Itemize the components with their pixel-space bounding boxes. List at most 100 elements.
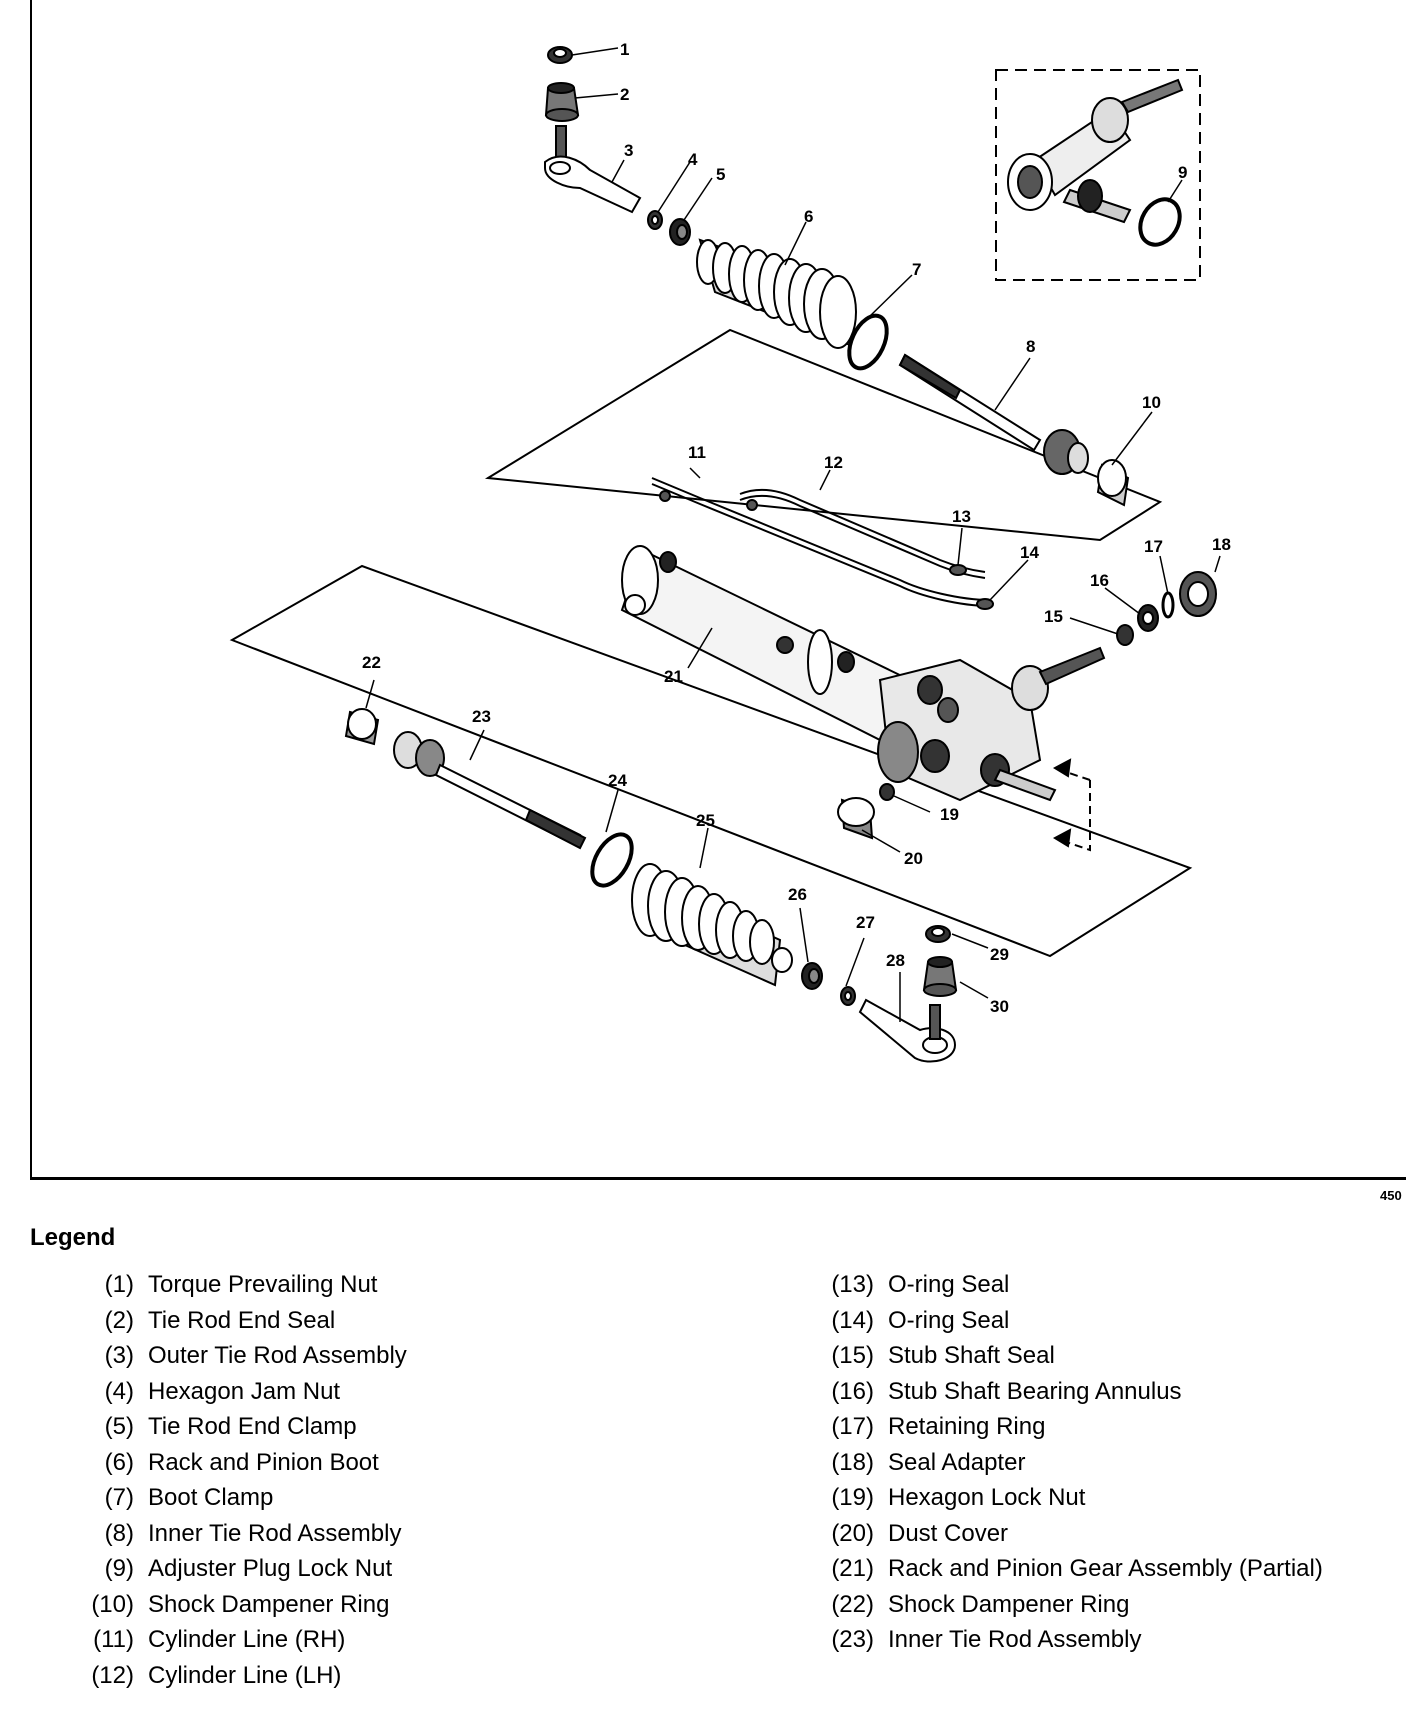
outer-tie-rod-icon <box>544 125 642 214</box>
hexagon-jam-nut-icon <box>647 210 663 230</box>
legend-item-number: (11) <box>93 1626 134 1653</box>
callout-28: 28 <box>886 951 905 970</box>
legend-item-number: (6) <box>104 1448 134 1476</box>
legend-item-number: (16) <box>831 1377 874 1405</box>
inset-pinion-housing-icon <box>1007 78 1184 224</box>
legend-item: (10)Shock Dampener Ring <box>60 1590 407 1626</box>
callout-21: 21 <box>664 667 683 686</box>
legend-item-label: Stub Shaft Bearing Annulus <box>888 1377 1182 1405</box>
adjuster-plug-lock-nut-icon <box>1138 197 1182 247</box>
legend-item-label: Adjuster Plug Lock Nut <box>148 1555 393 1582</box>
legend-item: (16) Stub Shaft Bearing Annulus <box>800 1377 1323 1413</box>
legend-item-number: (1) <box>104 1271 134 1298</box>
legend-item-label: Hexagon Jam Nut <box>148 1377 341 1405</box>
legend-item: (4)Hexagon Jam Nut <box>60 1377 407 1413</box>
legend-item-label: Tie Rod End Seal <box>148 1306 336 1334</box>
leader-lines <box>365 47 1221 1022</box>
legend-item: (13)O-ring Seal <box>800 1270 1323 1306</box>
exploded-view-diagram: 1 2 3 4 5 6 7 8 9 10 11 12 13 14 15 16 1… <box>229 40 1231 1063</box>
figure-number: 450 <box>1380 1188 1402 1203</box>
callout-6: 6 <box>804 207 813 226</box>
legend-item-label: Inner Tie Rod Assembly <box>888 1626 1142 1653</box>
callout-16: 16 <box>1090 571 1109 590</box>
callout-5: 5 <box>716 165 725 184</box>
diagram-frame <box>30 0 1406 1180</box>
callout-8: 8 <box>1026 337 1035 356</box>
callout-29: 29 <box>990 945 1009 964</box>
legend-item: (14) O-ring Seal <box>800 1306 1323 1342</box>
lower-rack-and-pinion-boot-icon <box>631 863 793 987</box>
tie-rod-end-clamp-icon <box>669 218 691 246</box>
legend-item: (21)Rack and Pinion Gear Assembly (Parti… <box>800 1554 1323 1590</box>
legend-item-label: Cylinder Line (RH) <box>148 1626 346 1653</box>
legend-item-label: Seal Adapter <box>888 1448 1026 1476</box>
callout-19: 19 <box>940 805 959 824</box>
torque-prevailing-nut-icon <box>547 46 573 64</box>
legend-item: (18) Seal Adapter <box>800 1448 1323 1484</box>
legend-item-number: (18) <box>831 1448 874 1476</box>
callout-22: 22 <box>362 653 381 672</box>
legend-item-label: Hexagon Lock Nut <box>888 1484 1086 1511</box>
legend-item: (9) Adjuster Plug Lock Nut <box>60 1554 407 1590</box>
legend-item-label: Inner Tie Rod Assembly <box>148 1519 402 1547</box>
legend-item-number: (7) <box>104 1484 134 1511</box>
legend-item: (23) Inner Tie Rod Assembly <box>800 1625 1323 1661</box>
legend-item-label: Tie Rod End Clamp <box>148 1413 357 1440</box>
legend-item: (5)Tie Rod End Clamp <box>60 1412 407 1448</box>
lower-torque-prevailing-nut-icon <box>925 925 951 943</box>
legend-item-number: (20) <box>831 1519 874 1547</box>
legend-item: (19) Hexagon Lock Nut <box>800 1483 1323 1519</box>
callout-2: 2 <box>620 85 629 104</box>
legend-item-label: Rack and Pinion Gear Assembly (Partial) <box>888 1555 1323 1582</box>
direction-arrows-icon <box>1052 758 1091 852</box>
legend-item: (11) Cylinder Line (RH) <box>60 1625 407 1661</box>
legend-item-number: (10) <box>91 1590 134 1618</box>
rack-and-pinion-gear-assembly-icon <box>620 545 1106 802</box>
legend-title: Legend <box>30 1224 116 1251</box>
lower-boot-clamp-icon <box>590 832 634 888</box>
callout-11: 11 <box>688 443 706 462</box>
legend-item: (20) Dust Cover <box>800 1519 1323 1555</box>
legend-item-label: O-ring Seal <box>888 1271 1010 1298</box>
legend-item-number: (14) <box>831 1306 874 1334</box>
lower-tie-rod-end-clamp-icon <box>801 962 823 990</box>
callout-1: 1 <box>620 40 629 59</box>
legend-item-number: (23) <box>831 1626 874 1653</box>
inset-detail-box <box>995 69 1201 281</box>
lower-hexagon-jam-nut-icon <box>840 986 856 1006</box>
lower-inner-tie-rod-icon <box>393 731 587 850</box>
lower-outer-tie-rod-icon <box>858 998 957 1063</box>
legend-item: (12)Cylinder Line (LH) <box>60 1661 407 1697</box>
stub-shaft-seals-icon <box>1116 571 1217 646</box>
legend-item-label: Retaining Ring <box>888 1413 1046 1440</box>
legend-item-number: (8) <box>104 1519 134 1547</box>
shock-dampener-ring-icon <box>1096 459 1130 507</box>
legend-item: (15) Stub Shaft Seal <box>800 1341 1323 1377</box>
legend-item-number: (3) <box>104 1342 134 1369</box>
callout-15: 15 <box>1044 607 1063 626</box>
callout-9: 9 <box>1178 163 1187 182</box>
dust-cover-icon <box>837 797 875 840</box>
callout-3: 3 <box>624 141 633 160</box>
callout-25: 25 <box>696 811 715 830</box>
callout-10: 10 <box>1142 393 1161 412</box>
legend-item-number: (22) <box>831 1590 874 1618</box>
legend-item-label: Stub Shaft Seal <box>888 1342 1055 1369</box>
legend-item-number: (19) <box>831 1484 874 1511</box>
callout-4: 4 <box>688 150 698 169</box>
legend-item-label: Cylinder Line (LH) <box>148 1661 342 1689</box>
upper-assembly-plane <box>484 328 1163 542</box>
callout-17: 17 <box>1144 537 1163 556</box>
legend-item-number: (2) <box>104 1306 134 1334</box>
inner-tie-rod-icon <box>898 353 1089 475</box>
legend-item-label: O-ring Seal <box>888 1306 1010 1334</box>
callout-23: 23 <box>472 707 491 726</box>
callout-18: 18 <box>1212 535 1231 554</box>
callout-27: 27 <box>856 913 875 932</box>
callout-13: 13 <box>952 507 971 526</box>
legend-item-number: (15) <box>831 1342 874 1369</box>
legend-item-number: (9) <box>104 1555 134 1582</box>
callout-7: 7 <box>912 260 921 279</box>
legend-item-label: Dust Cover <box>888 1519 1009 1547</box>
callout-24: 24 <box>608 771 627 790</box>
